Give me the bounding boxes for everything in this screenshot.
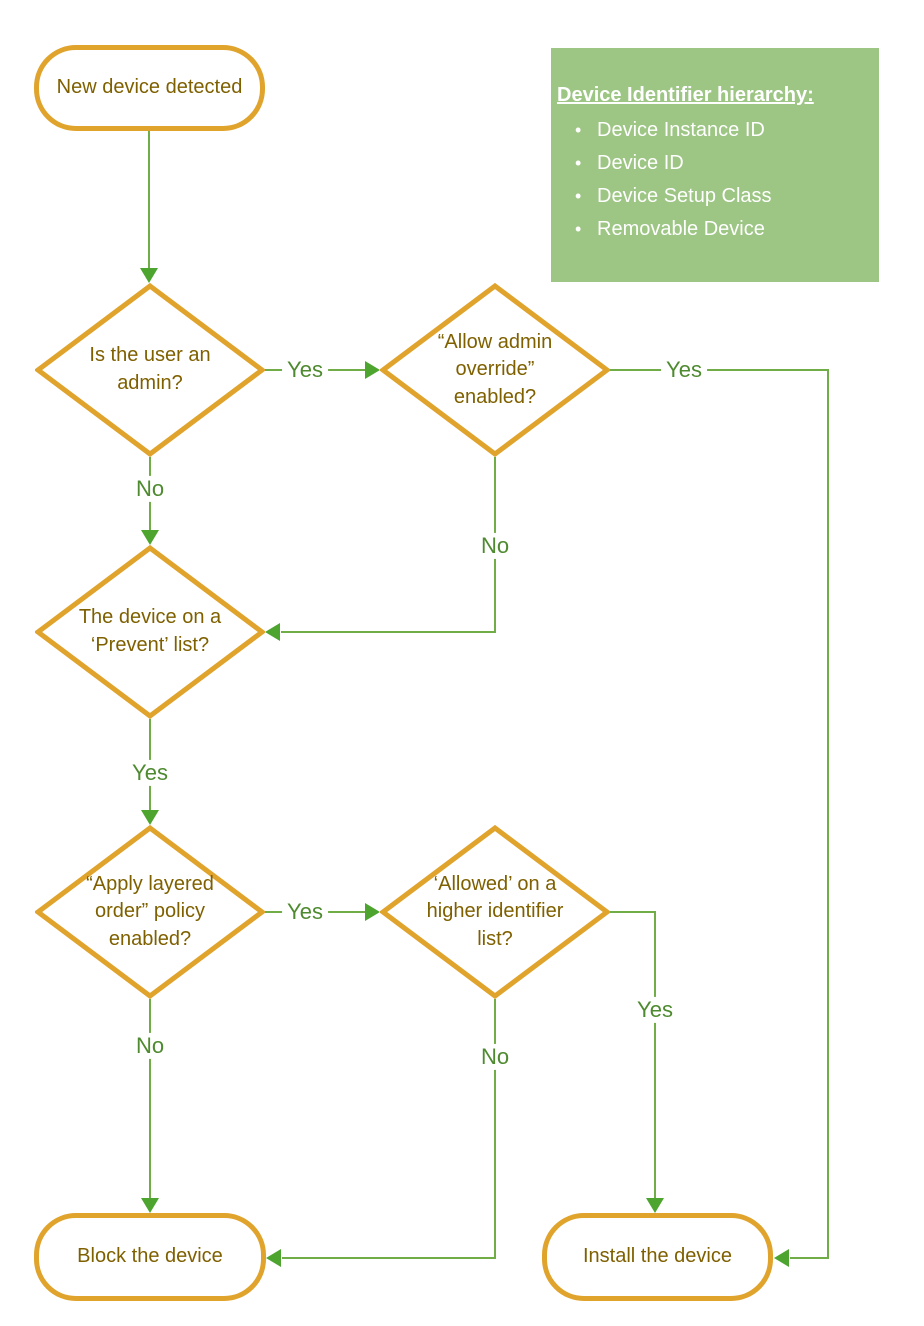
- note-list-item: • Device ID: [557, 147, 873, 180]
- diamond-shape-icon: [380, 283, 610, 457]
- bullet-icon: •: [575, 153, 582, 173]
- node-decision-allowed: ‘Allowed’ on a higher identifier list?: [380, 825, 610, 999]
- node-block-label: Block the device: [77, 1245, 223, 1268]
- bullet-icon: •: [575, 120, 582, 140]
- arrowhead-left-icon: [266, 1249, 281, 1267]
- diamond-shape-icon: [380, 825, 610, 999]
- edge-label-admin-no: No: [130, 475, 170, 503]
- node-decision-allowed-label: ‘Allowed’ on a higher identifier list?: [426, 872, 564, 950]
- arrowhead-down-icon: [141, 1198, 159, 1213]
- edge-label-override-yes: Yes: [661, 356, 707, 384]
- node-install-label: Install the device: [583, 1245, 732, 1268]
- arrowhead-down-icon: [141, 530, 159, 545]
- diamond-shape-icon: [35, 283, 265, 457]
- edge-label-prevent-yes: Yes: [127, 759, 173, 787]
- edge-label-override-no: No: [475, 532, 515, 560]
- note-item-label: Removable Device: [597, 218, 765, 240]
- arrowhead-right-icon: [365, 903, 380, 921]
- note-title: Device Identifier hierarchy:: [557, 84, 814, 106]
- node-decision-layered: “Apply layered order” policy enabled?: [35, 825, 265, 999]
- note-item-label: Device Instance ID: [597, 119, 765, 141]
- node-decision-admin: Is the user an admin?: [35, 283, 265, 457]
- edge-label-admin-yes: Yes: [282, 356, 328, 384]
- edge-allowed-no: [282, 999, 496, 1259]
- arrowhead-right-icon: [365, 361, 380, 379]
- node-decision-prevent-label: The device on a ‘Prevent’ list?: [78, 606, 222, 656]
- arrowhead-left-icon: [774, 1249, 789, 1267]
- node-start: New device detected: [34, 45, 265, 131]
- node-decision-prevent: The device on a ‘Prevent’ list?: [35, 545, 265, 719]
- bullet-icon: •: [575, 186, 582, 206]
- edge-label-allowed-yes: Yes: [632, 996, 678, 1024]
- node-block: Block the device: [34, 1213, 266, 1301]
- arrowhead-down-icon: [140, 268, 158, 283]
- node-decision-layered-label: “Apply layered order” policy enabled?: [86, 872, 214, 950]
- edge-label-allowed-no: No: [475, 1043, 515, 1071]
- arrowhead-down-icon: [141, 810, 159, 825]
- edge-label-layered-no: No: [130, 1032, 170, 1060]
- diamond-shape-icon: [35, 545, 265, 719]
- note-item-label: Device Setup Class: [597, 185, 772, 207]
- note-list: • Device Instance ID • Device ID • Devic…: [557, 114, 873, 246]
- diamond-shape-icon: [35, 825, 265, 999]
- edge-override-no: [281, 457, 496, 633]
- note-list-item: • Removable Device: [557, 213, 873, 246]
- edge-allowed-yes: [610, 911, 656, 1199]
- node-decision-override: “Allow admin override” enabled?: [380, 283, 610, 457]
- node-install: Install the device: [542, 1213, 773, 1301]
- node-decision-admin-label: Is the user an admin?: [89, 344, 211, 394]
- note-item-label: Device ID: [597, 152, 684, 174]
- arrowhead-down-icon: [646, 1198, 664, 1213]
- bullet-icon: •: [575, 219, 582, 239]
- note-list-item: • Device Setup Class: [557, 180, 873, 213]
- edge-label-layered-yes: Yes: [282, 898, 328, 926]
- node-decision-override-label: “Allow admin override” enabled?: [437, 330, 553, 408]
- arrowhead-left-icon: [265, 623, 280, 641]
- note-list-item: • Device Instance ID: [557, 114, 873, 147]
- note-device-identifier-hierarchy: Device Identifier hierarchy: • Device In…: [551, 48, 879, 282]
- node-start-label: New device detected: [56, 76, 243, 99]
- edge-override-yes: [610, 369, 829, 1259]
